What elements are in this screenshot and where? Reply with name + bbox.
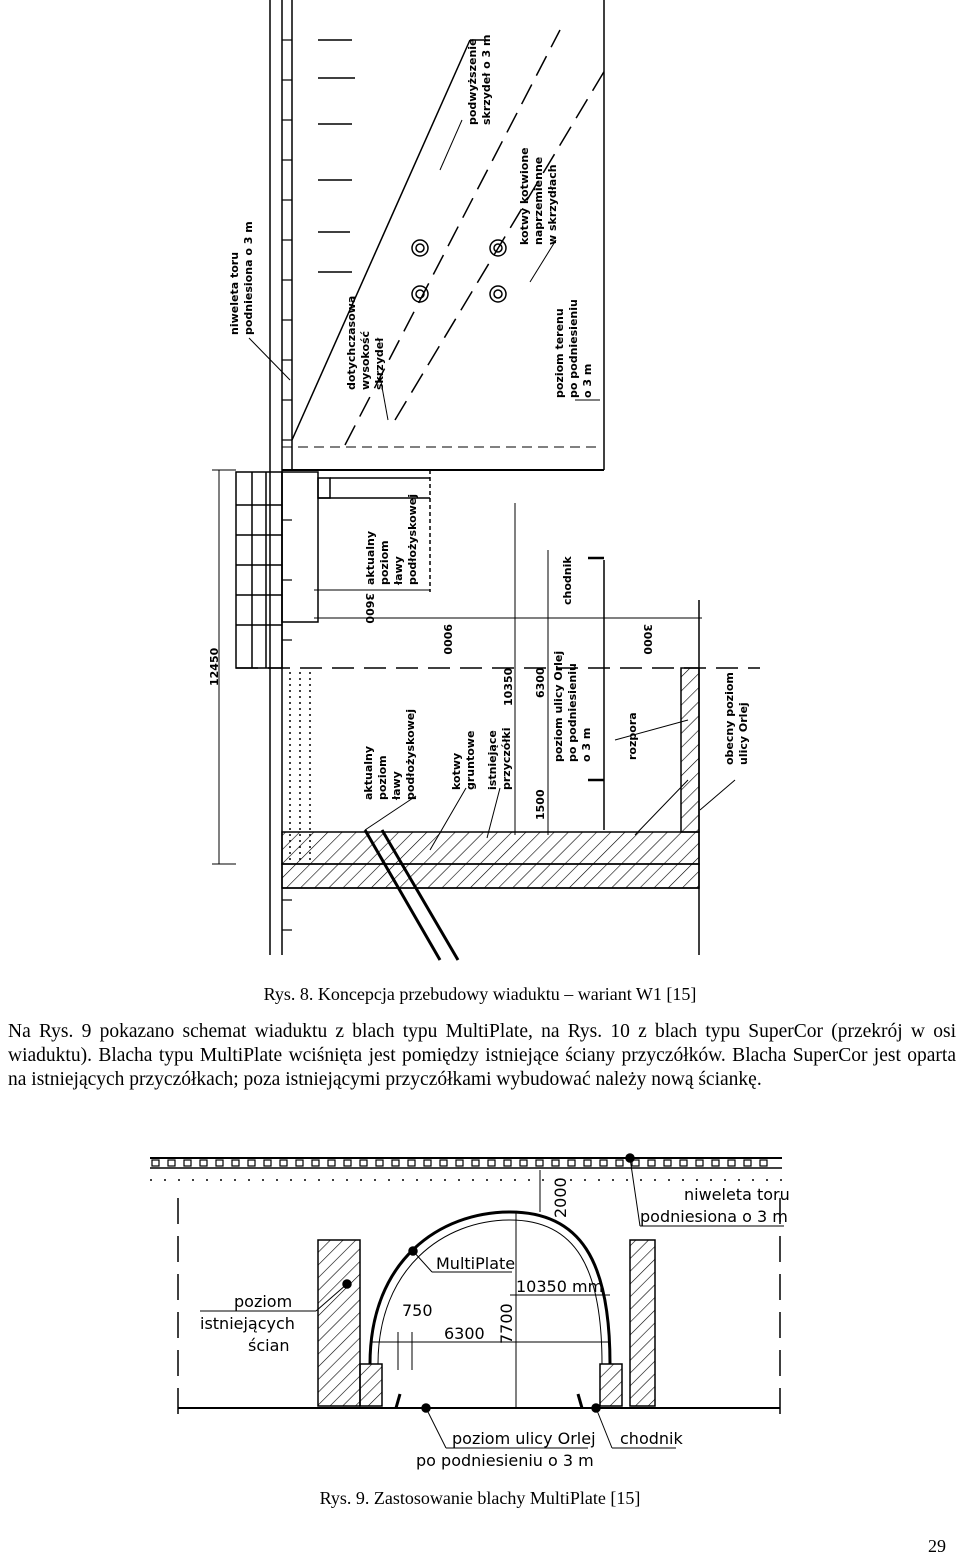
fig8-label-aktualny-top-2: poziom [378,540,391,585]
fig8-label-kotwy-skrzydla-1: kotwy kotwione [518,147,531,245]
fig9-dim-2000: 2000 [551,1177,570,1218]
fig8-label-podwyzszenie-1: podwyższenie [466,38,479,125]
fig8-label-kotwy-gruntowe-1: kotwy [450,753,463,790]
fig8-dim-10350: 10350 [502,667,515,706]
page-number: 29 [928,1536,946,1556]
fig9-label-chodnik: chodnik [620,1429,683,1448]
fig8-label-poziom-terenu-3: o 3 m [581,364,594,398]
figure-9-caption: Rys. 9. Zastosowanie blachy MultiPlate [… [319,1488,641,1508]
fig8-label-istniejace-1: istniejące [486,730,499,790]
fig8-dim-9000: 9000 [441,624,454,655]
fig8-label-chodnik: chodnik [561,556,574,605]
figure-9-drawing: niweleta toru podniesiona o 3 m 2000 Mul… [150,1153,790,1470]
fig8-label-kotwy-skrzydla-3: w skrzydłach [546,164,559,245]
fig8-label-niweleta-2: podniesiona o 3 m [242,221,255,335]
fig9-dim-6300: 6300 [444,1324,485,1343]
fig8-label-aktualny-top-1: aktualny [364,531,377,585]
fig8-label-dotychczasowa-3: skrzydeł [373,337,386,390]
fig8-label-poziom-terenu-2: po podniesieniu [567,299,580,398]
fig9-dim-7700: 7700 [497,1303,516,1344]
fig9-dim-10350: 10350 mm [516,1277,603,1296]
fig8-label-kotwy-gruntowe-2: gruntowe [464,731,477,790]
figure-8-drawing: niweleta toru podniesiona o 3 m dotychcz… [208,0,760,961]
fig9-label-poziom-ulicy-1: poziom ulicy Orlej [452,1429,596,1448]
fig9-label-niweleta-2: podniesiona o 3 m [640,1207,788,1226]
fig8-label-poziom-ulicy-1: poziom ulicy Orlej [552,651,565,762]
fig8-label-obecny-poziom-2: ulicy Orlej [737,702,750,765]
fig8-dim-3000: 3000 [641,624,654,655]
fig8-dim-6300: 6300 [534,667,547,698]
fig9-label-poziom-ulicy-2: po podniesieniu o 3 m [416,1451,594,1470]
figure-8-caption: Rys. 8. Koncepcja przebudowy wiaduktu – … [263,984,697,1004]
body-paragraph: Na Rys. 9 pokazano schemat wiaduktu z bl… [8,1021,956,1090]
fig9-label-poziom-3: ścian [248,1336,290,1355]
fig8-label-aktualny-bottom-4: podłożyskowej [404,709,417,800]
fig8-label-dotychczasowa-2: wysokość [359,330,372,390]
fig8-label-niweleta-1: niweleta toru [228,252,241,335]
fig8-label-podwyzszenie-2: skrzydeł o 3 m [480,35,493,125]
fig9-label-poziom-1: poziom [234,1292,292,1311]
fig8-label-kotwy-skrzydla-2: naprzemienne [532,157,545,245]
fig8-dim-3600: 3600 [363,593,376,624]
fig8-label-istniejace-2: przyczółki [500,727,513,790]
fig8-label-aktualny-bottom-2: poziom [376,755,389,800]
fig8-label-rozpora: rozpora [626,712,639,760]
fig8-dim-12450: 12450 [208,647,221,686]
fig8-label-poziom-terenu-1: poziom terenu [553,308,566,398]
fig8-label-poziom-ulicy-3: o 3 m [580,728,593,762]
fig8-label-obecny-poziom-1: obecny poziom [723,672,736,765]
fig9-label-niweleta-1: niweleta toru [684,1185,790,1204]
fig8-label-aktualny-bottom-3: ławy [390,771,403,801]
fig9-label-poziom-2: istniejących [200,1314,295,1333]
fig8-label-aktualny-bottom-1: aktualny [362,746,375,800]
fig8-label-poziom-ulicy-2: po podniesieniu [566,663,579,762]
fig9-label-multiplate: MultiPlate [436,1254,515,1273]
fig8-label-aktualny-top-3: ławy [392,556,405,586]
fig8-label-dotychczasowa-1: dotychczasowa [345,296,358,390]
fig8-dim-1500: 1500 [534,789,547,820]
fig9-dim-750: 750 [402,1301,433,1320]
fig8-label-aktualny-top-4: podłożyskowej [406,494,419,585]
